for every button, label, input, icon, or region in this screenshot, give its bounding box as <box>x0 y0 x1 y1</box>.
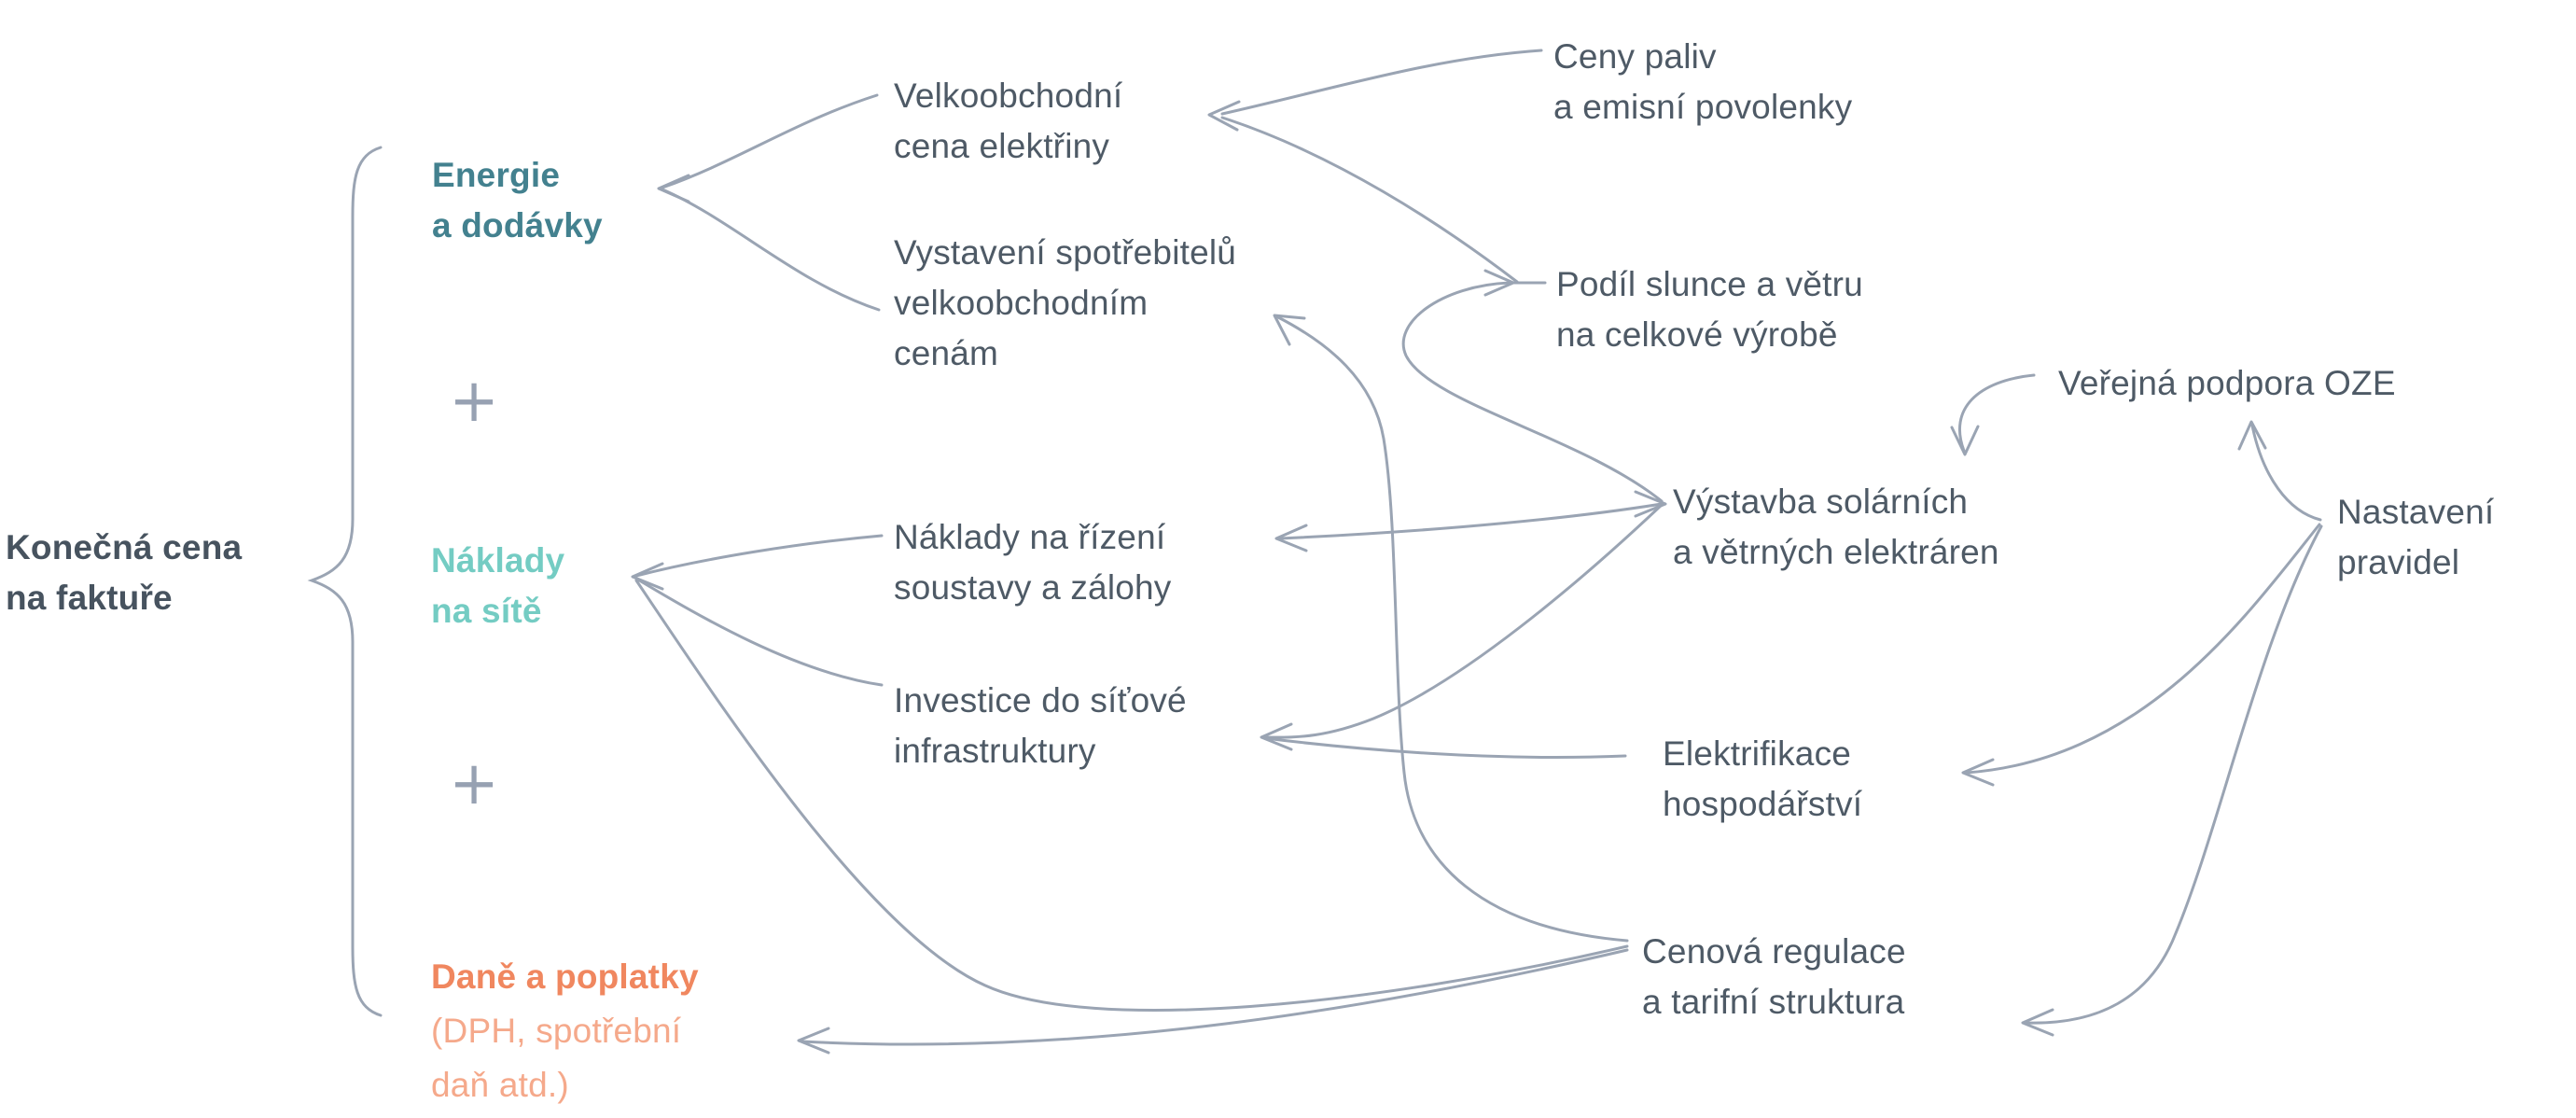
node-cenova-line2: a tarifní struktura <box>1642 983 1905 1021</box>
node-vystaveni-spotrebitelu: Vystavení spotřebitelů velkoobchodním ce… <box>894 228 1236 379</box>
node-investice-line2: infrastruktury <box>894 732 1096 770</box>
node-naklady-site-line1: Náklady <box>431 541 565 580</box>
node-vystaveni-line3: cenám <box>894 334 999 372</box>
edge-verejna-to-vystavba <box>1958 373 2036 453</box>
node-vystavba-line2: a větrných elektráren <box>1673 533 1999 571</box>
arrowhead-podil <box>1483 269 1515 297</box>
arrowhead-nakl-rizeni <box>1274 524 1308 552</box>
node-dane-a-poplatky: Daně a poplatky (DPH, spotřební daň atd.… <box>431 950 699 1112</box>
node-velkoobchodni-line1: Velkoobchodní <box>894 77 1123 115</box>
node-konecna-cena-line1: Konečná cena <box>6 528 243 566</box>
edge-vystavba-to-podil <box>1401 281 1664 503</box>
node-naklady-na-rizeni: Náklady na řízení soustavy a zálohy <box>894 512 1172 613</box>
node-nakl-rizeni-line2: soustavy a zálohy <box>894 568 1172 607</box>
edge-ceny-paliv-to-velkoobchodni <box>1220 49 1543 116</box>
node-vystaveni-line1: Vystavení spotřebitelů <box>894 233 1237 272</box>
node-vystavba-line1: Výstavba solárních <box>1673 482 1969 521</box>
edge-elektrifikace-to-investice <box>1263 736 1627 759</box>
node-cenova-regulace: Cenová regulace a tarifní struktura <box>1642 927 1906 1027</box>
node-vystavba-elektraren: Výstavba solárních a větrných elektráren <box>1673 477 1999 578</box>
edge-cenova-to-dane <box>801 948 1629 1046</box>
node-podil-slunce: Podíl slunce a větru na celkové výrobě <box>1556 259 1863 360</box>
arrowhead-vystaveni <box>1273 314 1306 346</box>
arrowhead-investice <box>1260 722 1293 751</box>
arrowhead-cenova <box>2021 1008 2054 1037</box>
arrowhead-verejna <box>2237 420 2267 451</box>
node-nastaveni-line2: pravidel <box>2337 543 2460 581</box>
node-naklady-na-site: Náklady na sítě <box>431 536 564 636</box>
node-velkoobchodni-cena: Velkoobchodní cena elektřiny <box>894 71 1122 172</box>
node-energie-line1: Energie <box>432 156 561 194</box>
edge-nastaveni-to-verejna <box>2250 424 2322 522</box>
curly-brace-icon <box>307 146 383 1017</box>
node-energie-line2: a dodávky <box>432 206 603 245</box>
arrowhead-velkoobchodni <box>1207 100 1241 132</box>
node-ceny-paliv-line1: Ceny paliv <box>1553 37 1717 76</box>
node-verejna-line1: Veřejná podpora OZE <box>2058 364 2396 402</box>
plus-icon: + <box>449 749 499 818</box>
node-investice-do-site: Investice do síťové infrastruktury <box>894 676 1187 776</box>
node-energie-a-dodavky: Energie a dodávky <box>432 150 603 251</box>
edge-nakl-rizeni-to-naklady-site <box>634 534 884 578</box>
node-konecna-cena-line2: na faktuře <box>6 579 173 617</box>
arrowhead-vystavba <box>1634 490 1667 518</box>
edge-velkoobchodni-to-energie <box>661 93 879 189</box>
node-dane-line3: daň atd.) <box>431 1066 569 1104</box>
node-cenova-line1: Cenová regulace <box>1642 932 1906 971</box>
node-ceny-paliv-line2: a emisní povolenky <box>1553 88 1853 126</box>
edge-investice-to-naklady-site <box>634 577 884 687</box>
edge-nastaveni-to-elektrifikace <box>1965 523 2321 775</box>
node-velkoobchodni-line2: cena elektřiny <box>894 127 1110 165</box>
node-konecna-cena: Konečná cena na faktuře <box>6 523 242 623</box>
node-podil-line2: na celkové výrobě <box>1556 315 1838 354</box>
node-dane-line1: Daně a poplatky <box>431 957 699 996</box>
arrowhead-dane <box>797 1027 830 1055</box>
arrowhead-vystavba-from-verejna <box>1950 425 1980 456</box>
arrowhead-energie <box>657 174 690 203</box>
node-elektrifikace-line2: hospodářství <box>1663 785 1863 823</box>
edge-nastaveni-to-cenova <box>2025 524 2323 1025</box>
node-ceny-paliv: Ceny paliv a emisní povolenky <box>1553 32 1852 133</box>
node-elektrifikace-line1: Elektrifikace <box>1663 734 1852 773</box>
edge-vystavba-to-nakl-rizeni <box>1278 502 1664 540</box>
edge-podil-to-velkoobchodni <box>1220 116 1519 284</box>
node-podil-line1: Podíl slunce a větru <box>1556 265 1863 303</box>
arrowhead-elektrifikace <box>1961 758 1995 787</box>
edge-cenova-to-naklady-site <box>634 579 1629 1012</box>
node-naklady-site-line2: na sítě <box>431 592 542 630</box>
node-nastaveni-line1: Nastavení <box>2337 493 2495 531</box>
edge-cenova-to-vystaveni <box>1276 315 1629 943</box>
node-verejna-podpora-oze: Veřejná podpora OZE <box>2058 358 2396 409</box>
edge-vystaveni-to-energie <box>661 188 881 312</box>
edge-vystavba-to-investice <box>1263 503 1664 739</box>
plus-icon: + <box>449 367 499 436</box>
node-nastaveni-pravidel: Nastavení pravidel <box>2337 487 2494 588</box>
node-investice-line1: Investice do síťové <box>894 681 1187 720</box>
node-vystaveni-line2: velkoobchodním <box>894 284 1149 322</box>
arrowhead-naklady-site <box>631 562 664 591</box>
node-nakl-rizeni-line1: Náklady na řízení <box>894 518 1166 556</box>
node-elektrifikace: Elektrifikace hospodářství <box>1663 729 1862 830</box>
node-dane-line2: (DPH, spotřební <box>431 1012 682 1050</box>
